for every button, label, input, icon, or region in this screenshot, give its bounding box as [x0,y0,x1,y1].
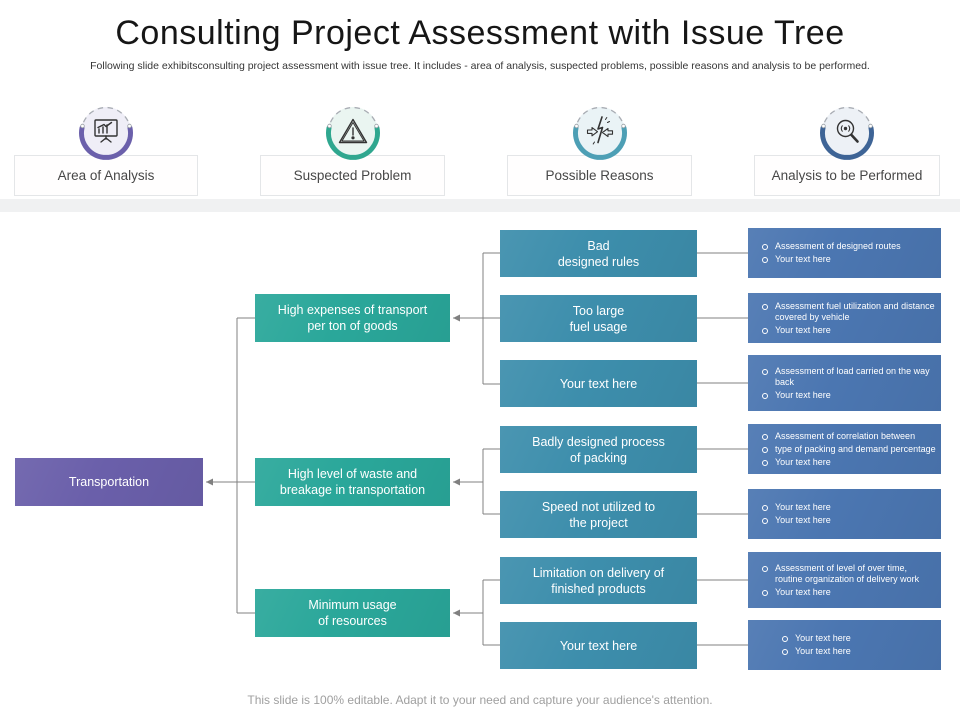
analysis-box: Your text here Your text here [748,620,941,670]
analysis-bullet-list: Your text here Your text here [748,620,941,670]
analysis-bullet-list: Assessment of load carried on the way ba… [748,355,941,411]
bullet-item: Assessment of designed routes [758,241,936,252]
column-label: Analysis to be Performed [754,155,940,196]
bullet-item: Your text here [758,587,936,598]
bullet-item: Your text here [758,325,936,336]
reason-box: Limitation on delivery of finished produ… [500,557,697,604]
bullet-item: Your text here [758,390,936,401]
reason-box: Bad designed rules [500,230,697,277]
footer-note: This slide is 100% editable. Adapt it to… [247,693,713,707]
analysis-box: Your text here Your text here [748,489,941,539]
column-label: Area of Analysis [14,155,198,196]
reason-box: Your text here [500,622,697,669]
analysis-bullet-list: Assessment of correlation between type o… [748,424,941,474]
column-label: Possible Reasons [507,155,692,196]
bullet-item: Your text here [778,646,936,657]
reason-box: Your text here [500,360,697,407]
bullet-item: Assessment of load carried on the way ba… [758,366,936,388]
analysis-box: Assessment of correlation between type o… [748,424,941,474]
column-header-suspected-problem: Suspected Problem [260,104,445,196]
problem-box: Minimum usage of resources [255,589,450,637]
bullet-item: Your text here [758,515,936,526]
bullet-item: Your text here [778,633,936,644]
analysis-bullet-list: Assessment fuel utilization and distance… [748,293,941,343]
reason-box: Speed not utilized to the project [500,491,697,538]
analysis-box: Assessment of designed routes Your text … [748,228,941,278]
slide-subtitle: Following slide exhibitsconsulting proje… [90,60,870,72]
bullet-item: Your text here [758,457,936,468]
problem-box: High expenses of transport per ton of go… [255,294,450,342]
bullet-item: Assessment of level of over time, routin… [758,563,936,585]
analysis-box: Assessment of load carried on the way ba… [748,355,941,411]
analysis-bullet-list: Assessment of designed routes Your text … [748,228,941,278]
magnifier-icon [820,106,874,160]
analysis-box: Assessment fuel utilization and distance… [748,293,941,343]
bullet-item: Your text here [758,502,936,513]
reason-box: Too large fuel usage [500,295,697,342]
collision-arrows-icon [572,106,627,160]
column-label: Suspected Problem [260,155,445,196]
page-title: Consulting Project Assessment with Issue… [115,14,845,52]
presentation-chart-icon [79,106,133,160]
divider-band [0,199,960,212]
warning-triangle-icon [325,106,380,160]
analysis-box: Assessment of level of over time, routin… [748,552,941,608]
column-header-area-of-analysis: Area of Analysis [14,104,198,196]
area-box-transportation: Transportation [15,458,203,506]
problem-box: High level of waste and breakage in tran… [255,458,450,506]
column-header-analysis-to-be-performed: Analysis to be Performed [754,104,940,196]
bullet-item: type of packing and demand percentage [758,444,936,455]
analysis-bullet-list: Your text here Your text here [748,489,941,539]
analysis-bullet-list: Assessment of level of over time, routin… [748,552,941,608]
bullet-item: Assessment of correlation between [758,431,936,442]
reason-box: Badly designed process of packing [500,426,697,473]
column-header-possible-reasons: Possible Reasons [507,104,692,196]
bullet-item: Your text here [758,254,936,265]
bullet-item: Assessment fuel utilization and distance… [758,301,936,323]
